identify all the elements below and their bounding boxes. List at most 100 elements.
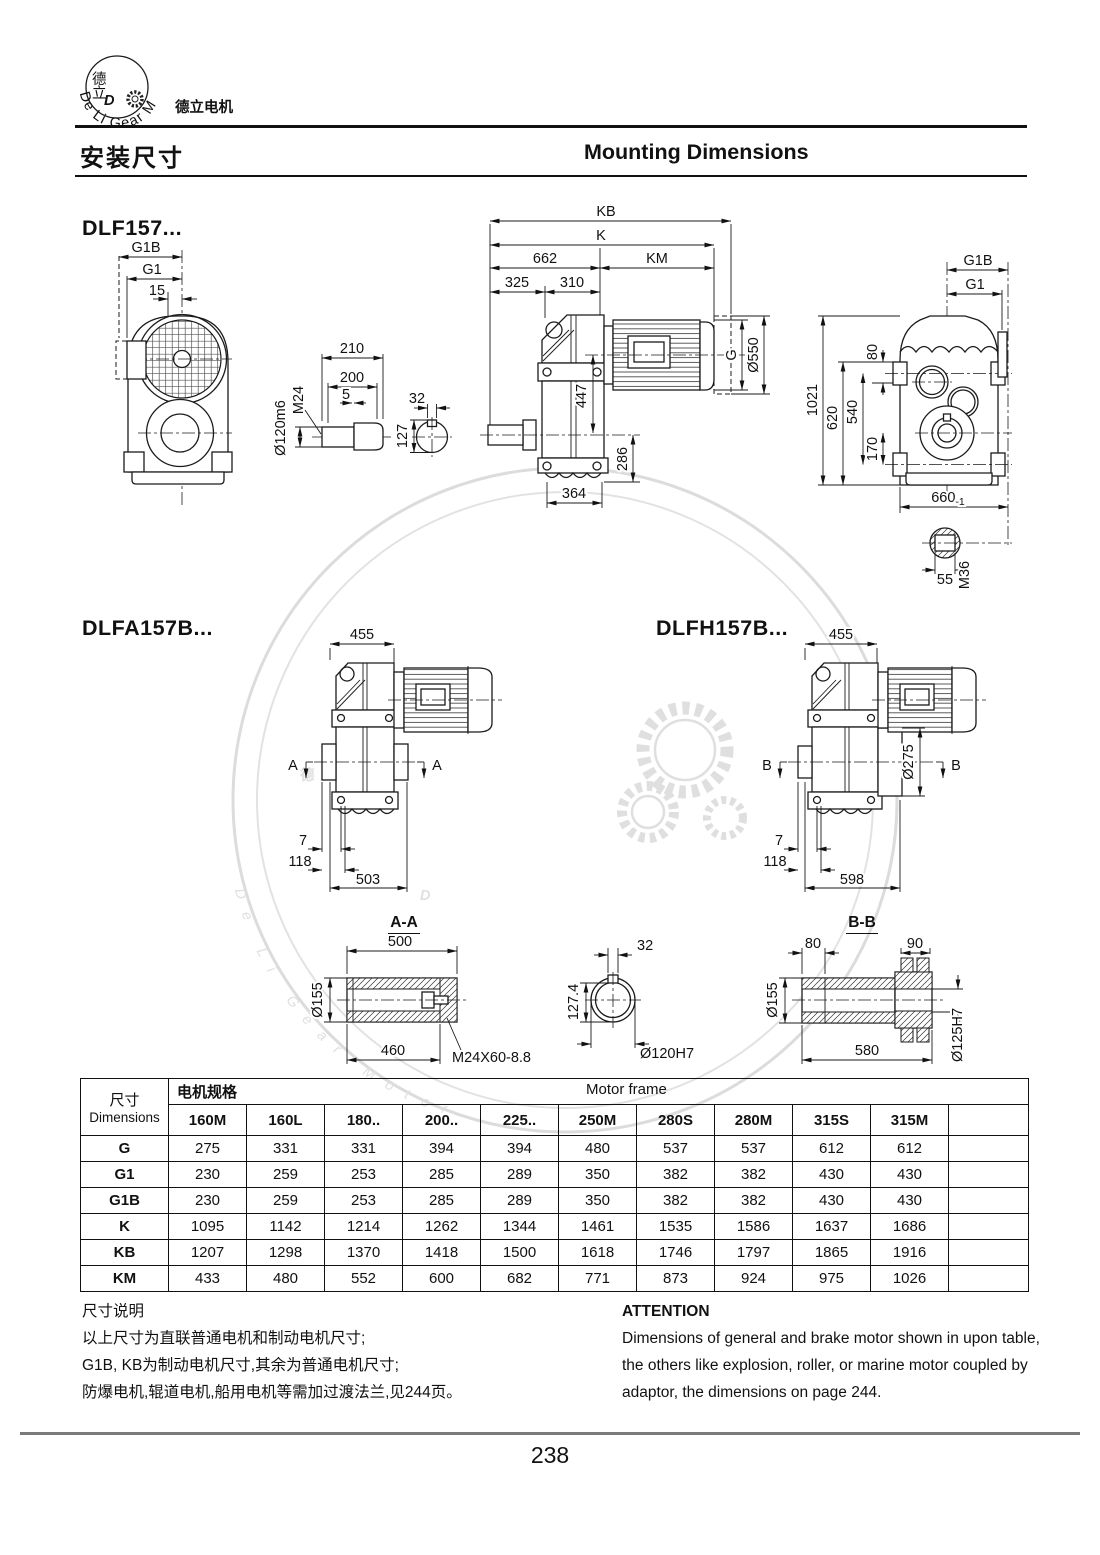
dim-500: 500 <box>388 934 412 950</box>
dim-m36: M36 <box>957 561 973 589</box>
dim-170: 170 <box>865 437 881 461</box>
dim-127: 127 <box>395 424 411 448</box>
table-column-header-row: 160M 160L 180.. 200.. 225.. 250M 280S 28… <box>81 1104 1030 1136</box>
section-a-left: A <box>288 758 298 774</box>
footer-rule <box>20 1432 1080 1435</box>
notes-cn-line1: 以上尺寸为直联普通电机和制动电机尺寸; <box>82 1330 366 1347</box>
dim-m24: M24 <box>291 386 307 414</box>
dim-503: 503 <box>356 872 380 888</box>
dim-1021: 1021 <box>805 384 821 416</box>
attention-line3: adaptor, the dimensions on page 244. <box>622 1384 882 1401</box>
dim-155-b: Ø155 <box>765 982 781 1017</box>
dim-kb: KB <box>596 204 615 220</box>
section-bb-title: B-B <box>846 914 878 934</box>
dim-662: 662 <box>533 251 557 267</box>
notes-cn-line2: G1B, KB为制动电机尺寸,其余为普通电机尺寸; <box>82 1357 399 1374</box>
dim-455-b: 455 <box>829 627 853 643</box>
logo-char-top: 德 <box>92 71 107 88</box>
dim-540: 540 <box>845 400 861 424</box>
dim-120h7: Ø120H7 <box>640 1046 694 1062</box>
brand-logo: D 德 立 De Li Gear Motor 德立电机 <box>0 0 233 132</box>
dim-32-a: 32 <box>637 938 653 954</box>
dim-598: 598 <box>840 872 864 888</box>
dim-1274: 127.4 <box>566 984 582 1020</box>
dim-125h7: Ø125H7 <box>950 1008 966 1062</box>
dim-310: 310 <box>560 275 584 291</box>
dim-455-a: 455 <box>350 627 374 643</box>
section-aa-title: A-A <box>388 914 420 934</box>
page-title-cn: 安装尺寸 <box>80 145 184 172</box>
dim-7-b: 7 <box>775 833 783 849</box>
watermark-d: D <box>420 888 431 904</box>
dim-km: KM <box>646 251 668 267</box>
dim-80: 80 <box>865 344 881 360</box>
dim-580: 580 <box>855 1043 879 1059</box>
attention-line2: the others like explosion, roller, or ma… <box>622 1357 1028 1374</box>
dim-g1-rear: G1 <box>965 277 984 293</box>
dim-620: 620 <box>825 406 841 430</box>
dim-g1: G1 <box>142 262 161 278</box>
dim-118-b: 118 <box>763 854 786 870</box>
dim-d275: Ø275 <box>901 744 917 779</box>
notes-cn: 尺寸说明 以上尺寸为直联普通电机和制动电机尺寸; G1B, KB为制动电机尺寸,… <box>82 1298 462 1406</box>
dlf157-front-view: G1B G1 15 210 200 5 M24 Ø120m6 32 127 <box>115 238 452 505</box>
dim-d120m6: Ø120m6 <box>273 400 289 456</box>
dim-g1b-rear: G1B <box>963 253 992 269</box>
section-b-left: B <box>762 758 772 774</box>
dim-m24x60: M24X60-8.8 <box>452 1050 531 1066</box>
dlf157-side-view: KB K 662 KM 325 310 G Ø550 447 286 <box>480 202 770 508</box>
page-title-en: Mounting Dimensions <box>584 140 809 164</box>
dim-5: 5 <box>342 387 350 403</box>
attention-line1: Dimensions of general and brake motor sh… <box>622 1330 1040 1347</box>
dim-210: 210 <box>340 341 364 357</box>
page-number: 238 <box>530 1442 570 1468</box>
dim-7-a: 7 <box>299 833 307 849</box>
dim-155-a: Ø155 <box>310 982 326 1017</box>
dim-364: 364 <box>562 486 586 502</box>
model-label-dlfa157b: DLFA157B... <box>82 616 213 640</box>
dlfa157b-view: 455 A A 7 118 503 <box>286 625 502 892</box>
section-aa-drawing: 500 Ø155 460 M24X60-8.8 32 127.4 Ø120H7 <box>308 932 696 1066</box>
dim-118-a: 118 <box>288 854 311 870</box>
dim-447: 447 <box>574 384 590 408</box>
notes-cn-title: 尺寸说明 <box>82 1303 145 1320</box>
logo-d: D <box>104 93 115 109</box>
dim-15: 15 <box>149 283 165 299</box>
model-label-dlfh157b: DLFH157B... <box>656 616 789 640</box>
dim-286: 286 <box>615 447 631 471</box>
dim-d550: Ø550 <box>746 337 762 372</box>
dim-g: G <box>724 349 740 360</box>
section-b-right: B <box>951 758 961 774</box>
model-label-dlf157: DLF157... <box>82 216 183 240</box>
header-rule <box>75 125 1027 128</box>
dim-32: 32 <box>409 391 425 407</box>
dlf157-rear-view: G1B G1 1021 620 540 170 80 660-1 55 M36 <box>803 251 1012 591</box>
dim-325: 325 <box>505 275 529 291</box>
section-a-right: A <box>432 758 442 774</box>
dim-660-1: 660-1 <box>931 490 965 508</box>
dim-g1b: G1B <box>131 240 160 256</box>
attention-title: ATTENTION <box>622 1303 710 1320</box>
logo-char-bottom: 立 <box>92 85 107 102</box>
brand-name: 德立电机 <box>175 98 233 116</box>
dim-80-b: 80 <box>805 936 821 952</box>
dim-460: 460 <box>381 1043 405 1059</box>
attention-notes: ATTENTION Dimensions of general and brak… <box>622 1298 1040 1406</box>
dim-55: 55 <box>937 572 953 588</box>
dim-200: 200 <box>340 370 364 386</box>
section-bb-drawing: 80 90 Ø155 580 Ø125H7 <box>763 934 968 1064</box>
notes-cn-line3: 防爆电机,辊道电机,船用电机等需加过渡法兰,见244页。 <box>82 1384 462 1401</box>
dim-k: K <box>596 228 606 244</box>
dlfh157b-view: 455 Ø275 B B 7 118 598 <box>761 625 986 892</box>
title-rule <box>75 175 1027 177</box>
